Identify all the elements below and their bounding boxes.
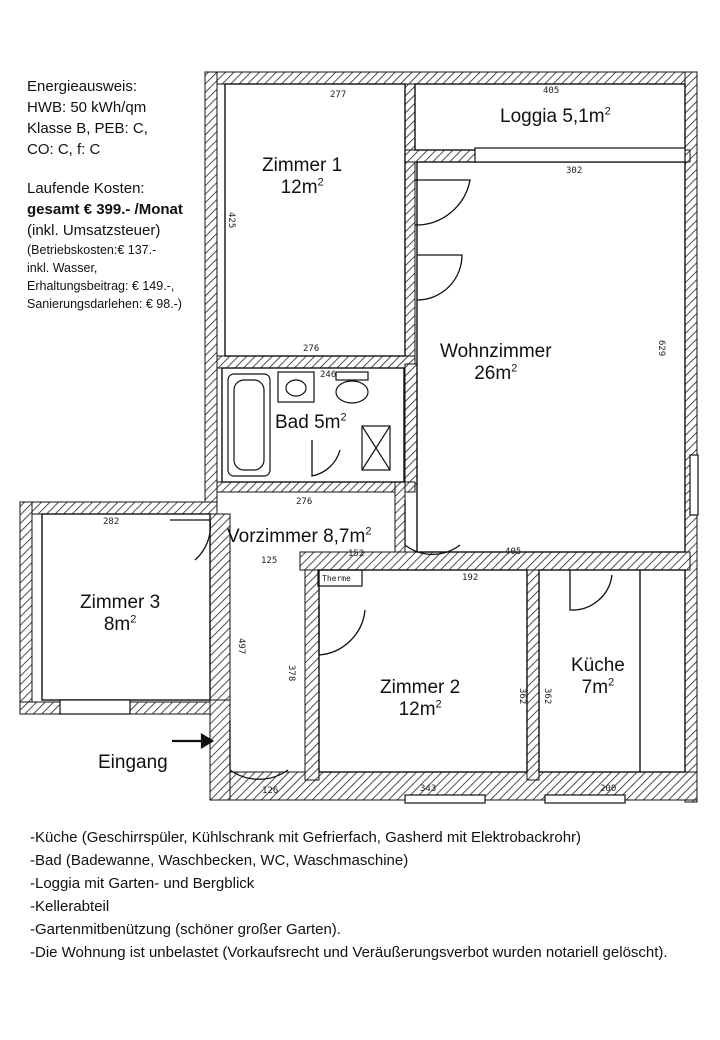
- total-cost: gesamt € 399.- /Monat: [27, 201, 183, 218]
- list-item: -Bad (Badewanne, Waschbecken, WC, Waschm…: [30, 852, 409, 869]
- costs-title: Laufende Kosten:: [27, 180, 145, 197]
- cost-detail-2: inkl. Wasser,: [27, 261, 98, 275]
- wall: [404, 363, 418, 485]
- wall: [19, 501, 33, 715]
- wall: [404, 83, 416, 365]
- wall: [204, 71, 218, 503]
- door-icon: [416, 254, 463, 301]
- bad-outline: [221, 367, 405, 483]
- cost-detail-3: Erhaltungsbeitrag: € 149.-,: [27, 279, 175, 293]
- wall: [526, 569, 540, 781]
- hwb-value: HWB: 50 kWh/qm: [27, 99, 147, 116]
- room-zimmer2: Zimmer 2 12m2: [380, 677, 461, 720]
- door-icon: [404, 500, 461, 555]
- dimension-label: 276: [303, 344, 320, 354]
- zimmer1-outline: [224, 83, 406, 357]
- sink-icon: [277, 371, 315, 403]
- kueche-outline: [538, 569, 686, 773]
- bathtub-icon: [227, 373, 271, 477]
- wall: [19, 501, 218, 515]
- window-icon: [474, 147, 686, 163]
- dimension-label: 282: [103, 517, 120, 527]
- dimension-label: 497: [236, 638, 246, 655]
- therme-label: Therme: [322, 574, 351, 583]
- energy-title: Energieausweis:: [27, 78, 138, 95]
- dimension-label: 277: [330, 90, 347, 100]
- room-loggia: Loggia 5,1m2: [500, 105, 611, 127]
- dimension-label: 362: [517, 688, 527, 705]
- dimension-label: 629: [656, 340, 666, 357]
- wall: [394, 481, 406, 553]
- room-eingang: Eingang: [98, 752, 168, 773]
- room-wohnzimmer: Wohnzimmer 26m2: [440, 341, 552, 384]
- dimension-label: 152: [348, 549, 365, 559]
- cost-detail-4: Sanierungsdarlehen: € 98.-): [27, 297, 182, 311]
- wall: [304, 569, 320, 781]
- room-zimmer1: Zimmer 1 12m2: [262, 155, 343, 198]
- dimension-label: 302: [566, 166, 583, 176]
- dimension-label: 405: [543, 86, 560, 96]
- dimension-label: 425: [226, 212, 236, 229]
- dimension-label: 125: [261, 556, 278, 566]
- vat-note: (inkl. Umsatzsteuer): [27, 222, 161, 239]
- list-item: -Loggia mit Garten- und Bergblick: [30, 875, 255, 892]
- cost-detail-1: (Betriebskosten:€ 137.-: [27, 243, 157, 257]
- list-item: -Kellerabteil: [30, 898, 110, 915]
- door-icon: [170, 519, 212, 561]
- dimension-label: 343: [420, 784, 437, 794]
- zimmer2-outline: [318, 569, 528, 773]
- door-icon: [569, 570, 613, 611]
- door-icon: [311, 440, 341, 477]
- dimension-label: 405: [505, 547, 522, 557]
- window-icon: [544, 794, 626, 804]
- list-item: -Die Wohnung ist unbelastet (Vorkaufsrec…: [30, 944, 668, 961]
- floor-plan: [19, 71, 699, 804]
- dimension-label: 362: [542, 688, 552, 705]
- energy-class: Klasse B, PEB: C,: [27, 120, 148, 137]
- therme-icon: [317, 569, 363, 587]
- window-icon: [404, 794, 486, 804]
- door-icon: [229, 720, 289, 780]
- dimension-label: 276: [296, 497, 313, 507]
- info-block: Energieausweis: HWB: 50 kWh/qm Klasse B,…: [27, 76, 183, 313]
- room-zimmer3: Zimmer 3 8m2: [80, 592, 161, 635]
- list-item: -Gartenmitbenützung (schöner großer Gart…: [30, 921, 341, 938]
- dimension-label: 200: [600, 784, 617, 794]
- door-icon: [414, 179, 471, 226]
- dimension-label: 126: [262, 786, 279, 796]
- dimension-label: 192: [462, 573, 479, 583]
- window-icon: [59, 699, 131, 715]
- door-icon: [318, 605, 366, 656]
- window-icon: [689, 454, 699, 516]
- room-bad: Bad 5m2: [275, 411, 347, 433]
- list-item: -Küche (Geschirrspüler, Kühlschrank mit …: [30, 829, 582, 846]
- room-vorzimmer: Vorzimmer 8,7m2: [227, 525, 372, 547]
- wall: [216, 355, 416, 369]
- co-value: CO: C, f: C: [27, 141, 101, 158]
- washer-icon: [361, 425, 391, 471]
- wall: [216, 481, 416, 493]
- wc-icon: [335, 380, 369, 404]
- wall: [209, 699, 231, 801]
- feature-list: -Küche (Geschirrspüler, Kühlschrank mit …: [30, 826, 700, 964]
- room-kueche: Küche 7m2: [571, 655, 625, 698]
- dimension-label: 378: [286, 665, 296, 682]
- dimension-label: 246: [320, 370, 337, 380]
- wall: [684, 71, 698, 803]
- wall: [204, 71, 698, 85]
